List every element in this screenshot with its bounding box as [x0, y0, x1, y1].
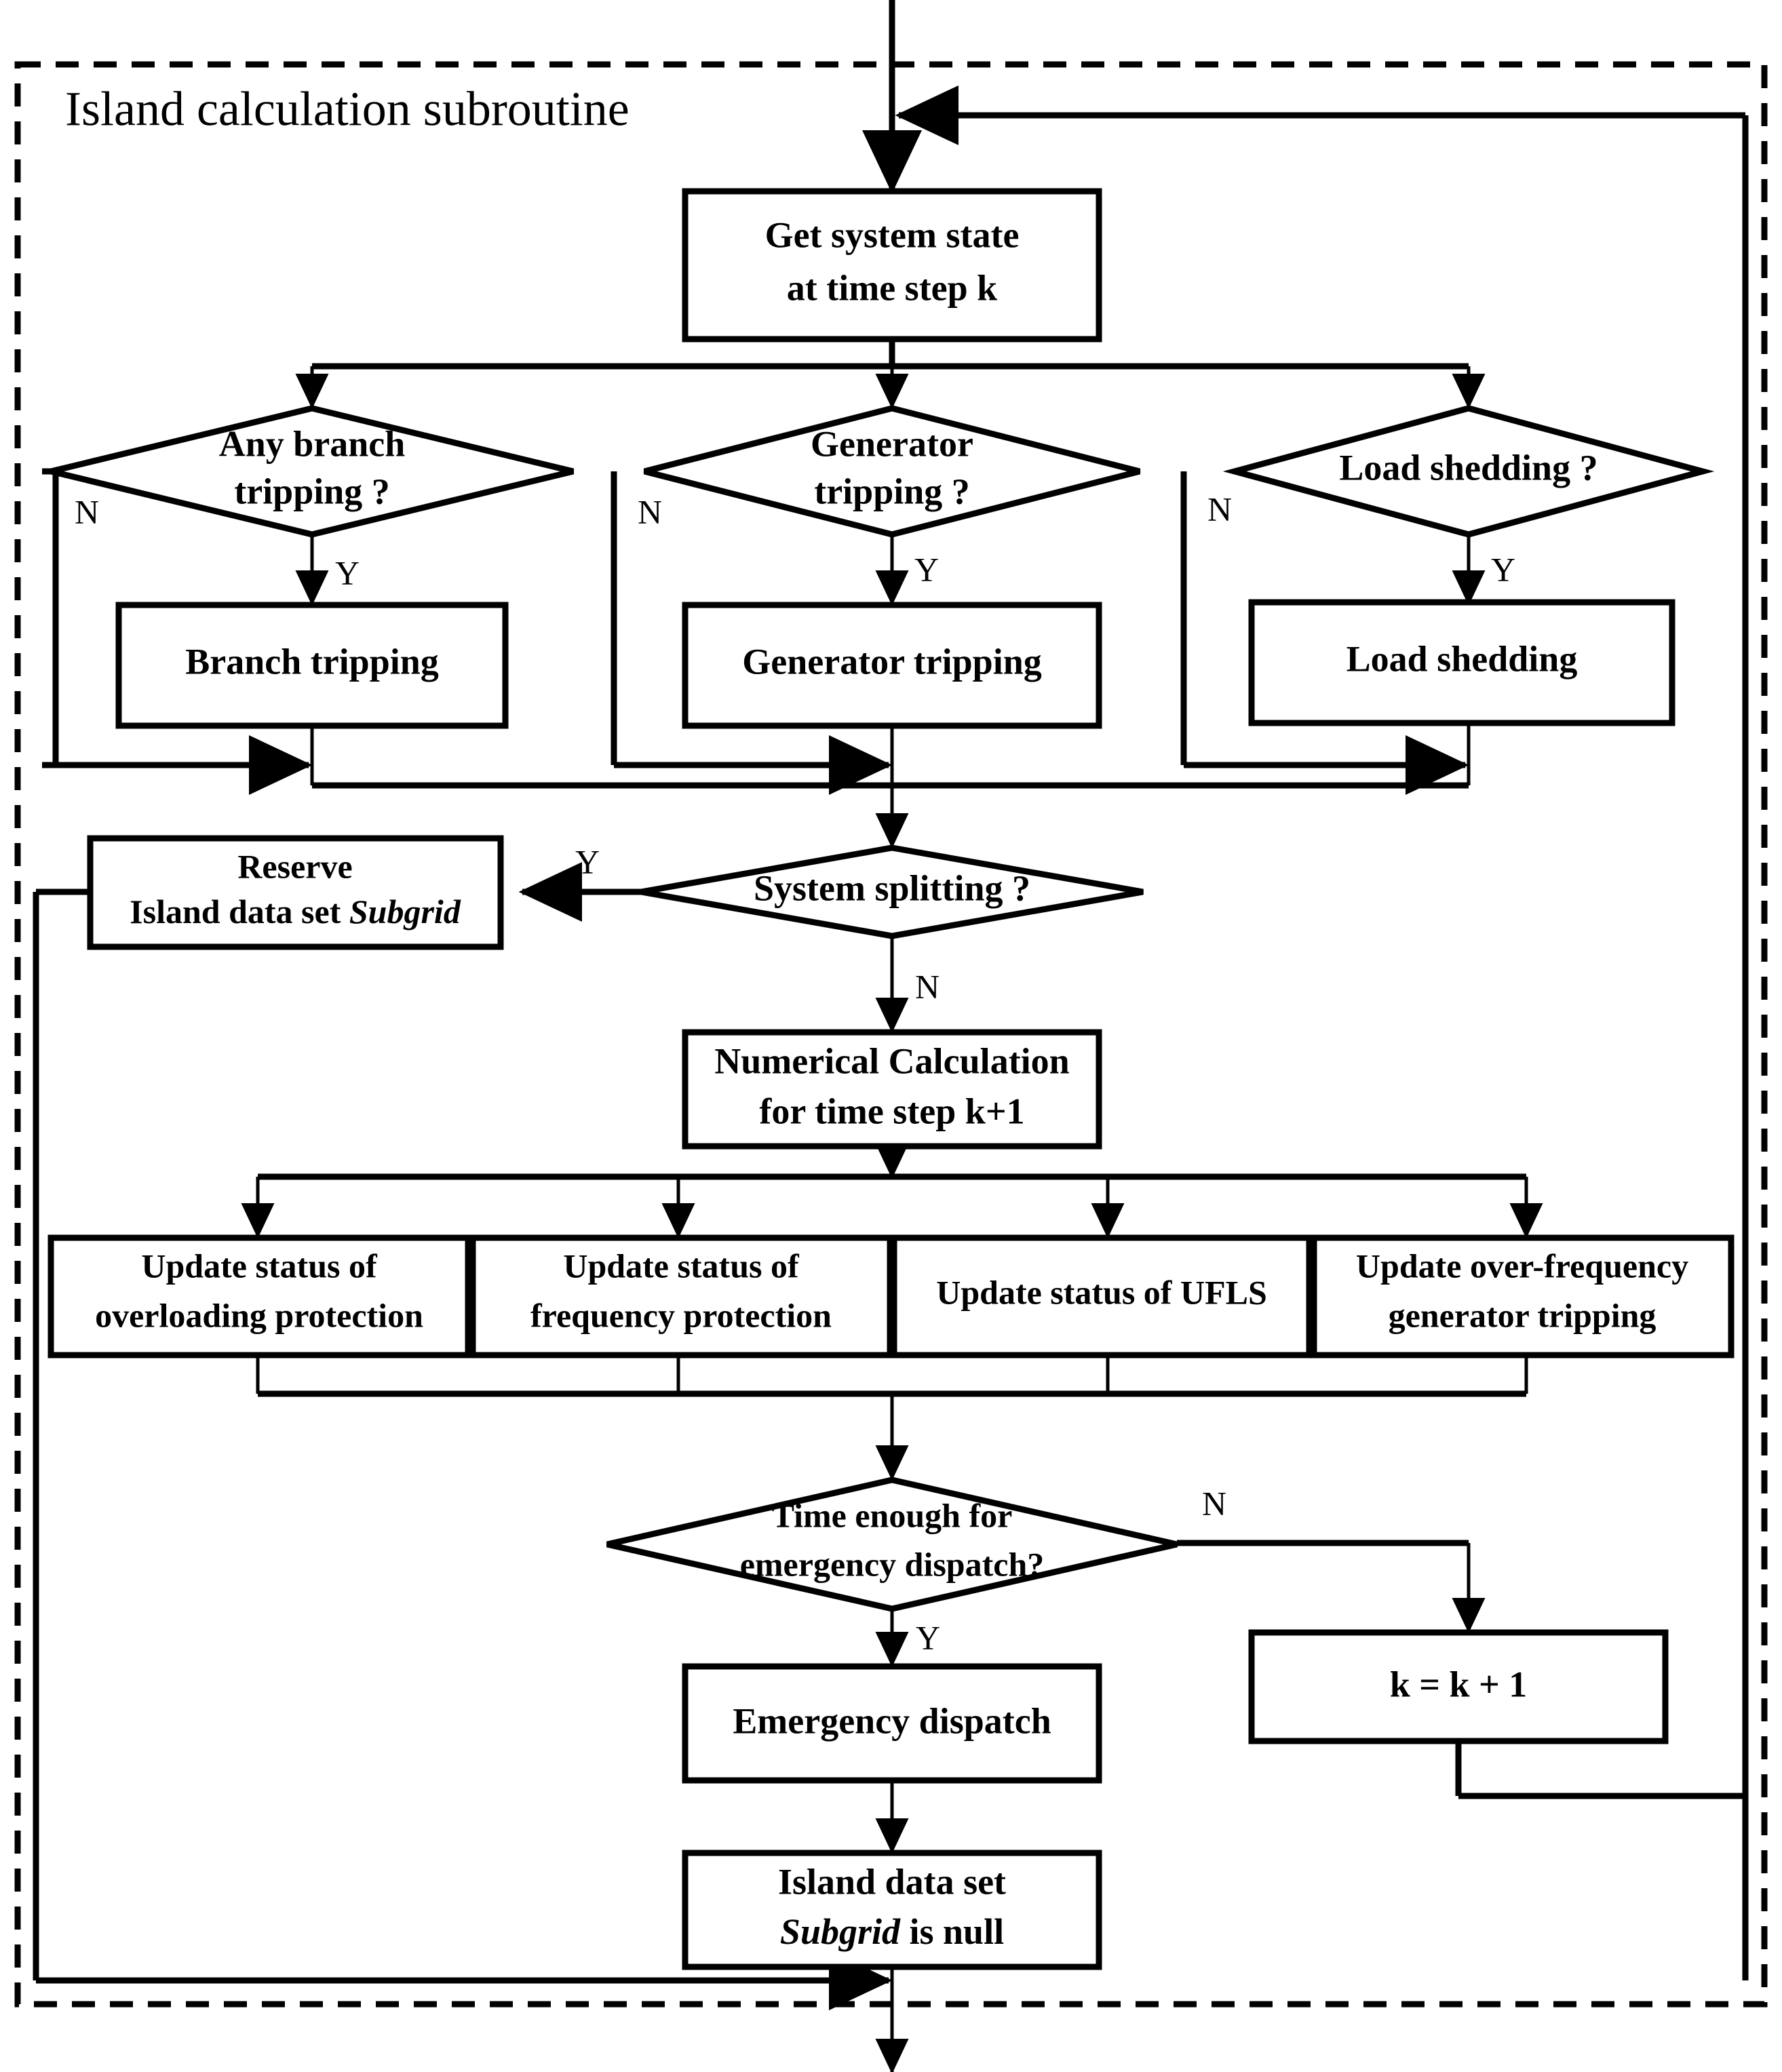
- node-generator-tripping-decision[interactable]: Generator tripping ?: [643, 405, 1141, 538]
- node-label: Generator tripping: [742, 641, 1041, 682]
- edge-label-branch-yes: Y: [335, 553, 360, 591]
- node-label: Update status of UFLS: [936, 1273, 1267, 1311]
- node-label-line2: for time step k+1: [759, 1091, 1024, 1131]
- node-label: Emergency dispatch: [733, 1700, 1051, 1741]
- edge-label-generator-no: N: [638, 492, 662, 530]
- node-label-line2: tripping ?: [234, 471, 390, 511]
- node-label-line1: Get system state: [765, 214, 1020, 255]
- node-emergency-dispatch[interactable]: Emergency dispatch: [682, 1663, 1102, 1784]
- node-label-line1: Update over-frequency: [1356, 1247, 1688, 1285]
- node-any-branch-tripping[interactable]: Any branch tripping ?: [50, 405, 575, 538]
- diagram-title: Island calculation subroutine: [65, 82, 629, 136]
- edge-label-dispatch-no: N: [1202, 1484, 1226, 1522]
- node-time-enough-emergency-dispatch[interactable]: Time enough for emergency dispatch?: [606, 1477, 1178, 1612]
- node-label: k = k + 1: [1390, 1664, 1528, 1704]
- edge-label-dispatch-yes: Y: [916, 1618, 940, 1656]
- edge-label-splitting-no: N: [915, 967, 940, 1005]
- node-k-increment[interactable]: k = k + 1: [1248, 1629, 1669, 1744]
- connector-layer: [33, 0, 1749, 2072]
- node-label-line1: Any branch: [219, 423, 406, 464]
- node-system-splitting[interactable]: System splitting ?: [640, 844, 1144, 939]
- node-label: Load shedding: [1347, 638, 1578, 679]
- node-island-data-set-null[interactable]: Island data set Subgrid is null: [682, 1850, 1102, 1970]
- node-label-line1: Reserve: [237, 847, 352, 885]
- edge-label-generator-yes: Y: [914, 550, 939, 588]
- node-label-line2: Subgrid is null: [780, 1911, 1004, 1952]
- node-label-line2: Island data set Subgrid: [130, 893, 461, 931]
- node-numerical-calculation[interactable]: Numerical Calculation for time step k+1: [682, 1029, 1102, 1150]
- node-update-overloading-protection[interactable]: Update status of overloading protection: [47, 1234, 471, 1358]
- node-label-line1: Update status of: [141, 1247, 378, 1285]
- node-reserve-island-data-set[interactable]: Reserve Island data set Subgrid: [87, 835, 504, 950]
- node-label-line1: Update status of: [563, 1247, 800, 1285]
- node-label: System splitting ?: [754, 867, 1030, 908]
- node-load-shedding-decision[interactable]: Load shedding ?: [1222, 405, 1715, 538]
- node-load-shedding[interactable]: Load shedding: [1248, 599, 1676, 726]
- node-label-line2: overloading protection: [95, 1296, 423, 1334]
- node-label-line1: Time enough for: [772, 1496, 1013, 1534]
- node-get-system-state[interactable]: Get system state at time step k: [682, 188, 1102, 343]
- node-generator-tripping[interactable]: Generator tripping: [682, 602, 1102, 729]
- node-label-line2: tripping ?: [814, 471, 970, 511]
- node-update-over-frequency-generator-tripping[interactable]: Update over-frequency generator tripping: [1311, 1234, 1735, 1358]
- edge-label-loadshed-no: N: [1207, 490, 1232, 528]
- node-label: Branch tripping: [185, 641, 439, 682]
- node-label-line2: generator tripping: [1389, 1296, 1657, 1334]
- edge-label-splitting-yes: Y: [575, 842, 600, 880]
- node-update-ufls[interactable]: Update status of UFLS: [891, 1234, 1313, 1358]
- node-label-line1: Generator: [811, 423, 973, 464]
- node-label-line2: emergency dispatch?: [740, 1545, 1045, 1583]
- node-label-line1: Numerical Calculation: [714, 1040, 1069, 1081]
- node-label-line1: Load shedding ?: [1339, 447, 1597, 488]
- node-branch-tripping[interactable]: Branch tripping: [115, 602, 509, 729]
- node-update-frequency-protection[interactable]: Update status of frequency protection: [469, 1234, 893, 1358]
- node-label-line1: Island data set: [778, 1861, 1006, 1902]
- edge-label-branch-no: N: [75, 492, 99, 530]
- node-label-line2: at time step k: [787, 267, 997, 308]
- node-label-line2: frequency protection: [530, 1296, 832, 1334]
- edge-label-loadshed-yes: Y: [1491, 550, 1515, 588]
